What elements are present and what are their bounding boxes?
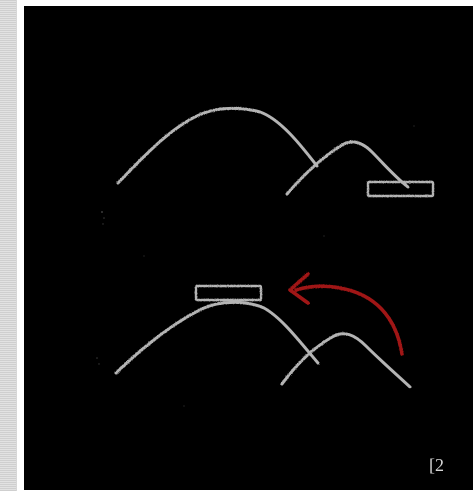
bottom-small-mountain (280, 332, 412, 389)
top-floating-block (366, 180, 435, 198)
diagram-svg (96, 106, 435, 407)
top-small-mountain (285, 140, 410, 196)
arrow-shaft (294, 284, 404, 356)
page-marker: [2 (429, 455, 444, 475)
chalkboard (24, 6, 473, 490)
bottom-large-mountain (114, 300, 320, 375)
top-large-mountain (116, 106, 319, 185)
move-arrow (288, 272, 404, 356)
chalk-dust (96, 125, 415, 407)
arrow-head (288, 272, 310, 305)
left-scroll-strip (0, 0, 17, 491)
bottom-floating-block (194, 284, 263, 302)
